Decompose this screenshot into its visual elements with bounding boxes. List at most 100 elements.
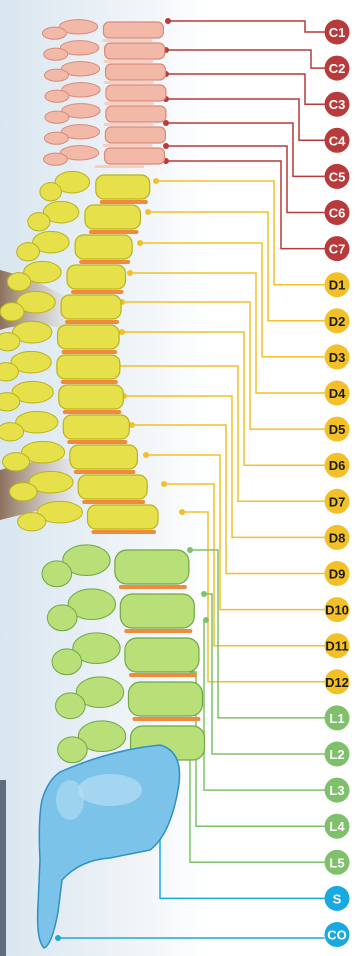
badge-label: D11 (325, 639, 348, 654)
vertebra-spinous-process (42, 561, 72, 587)
intervertebral-disc (92, 530, 157, 534)
badge-label: D2 (329, 314, 346, 329)
connector-line (166, 146, 325, 213)
anchor-dot (129, 422, 135, 428)
connector-line (140, 243, 325, 357)
intervertebral-disc (89, 230, 138, 234)
vertebra-lumbar (42, 545, 189, 589)
badge-label: D5 (329, 422, 346, 437)
intervertebral-disc (103, 60, 153, 63)
vertebra-body (57, 355, 120, 379)
vertebra-spinous-process (45, 69, 69, 81)
label-badge-d11: D11 (325, 633, 350, 658)
badge-label: D4 (329, 386, 346, 401)
vertebra-body (128, 682, 202, 716)
vertebra-dorsal (40, 171, 150, 204)
anchor-dot (143, 452, 149, 458)
vertebra-body (125, 638, 199, 672)
intervertebral-disc (132, 717, 200, 721)
label-badge-s: S (325, 886, 350, 911)
vertebra-spinous-process (45, 111, 69, 123)
intervertebral-disc (124, 629, 192, 633)
vertebra-body (75, 235, 132, 259)
vertebra-dorsal (17, 231, 132, 264)
badge-label: C7 (329, 242, 346, 257)
badge-label: C4 (329, 133, 346, 148)
connector-line (166, 161, 325, 249)
vertebra-body (58, 325, 120, 349)
connector-line (190, 740, 325, 862)
intervertebral-disc (74, 470, 135, 474)
vertebra-body (103, 22, 163, 38)
vertebra-body (105, 43, 165, 59)
vertebra-body (115, 550, 189, 584)
vertebra-cervical (45, 62, 166, 82)
vertebra-body (59, 385, 124, 409)
label-badge-c3: C3 (325, 92, 350, 117)
vertebra-spinous-process (58, 737, 88, 763)
anchor-dot (161, 481, 167, 487)
label-badge-l5: L5 (325, 850, 350, 875)
label-badge-c4: C4 (325, 128, 350, 153)
vertebra-dorsal (28, 201, 141, 234)
intervertebral-disc (119, 585, 187, 589)
label-badge-l2: L2 (325, 742, 350, 767)
connector-line (168, 21, 325, 32)
vertebra-lumbar (56, 677, 203, 721)
vertebra-spinous-process (43, 153, 67, 165)
vertebra-body (106, 64, 166, 80)
connector-line (166, 123, 325, 176)
vertebra-spinous-process (0, 333, 20, 351)
vertebra-spinous-process (7, 273, 30, 291)
vertebra-body (106, 106, 166, 122)
vertebra-spinous-process (56, 693, 86, 719)
label-badge-l1: L1 (325, 705, 350, 730)
anchor-dot (165, 18, 171, 24)
connector-line (204, 594, 325, 754)
badge-label: L3 (329, 783, 344, 798)
vertebra-spinous-process (52, 649, 82, 675)
sacrum-highlight (78, 774, 142, 806)
intervertebral-disc (100, 200, 148, 204)
label-badge-l4: L4 (325, 814, 350, 839)
connector-line (148, 212, 325, 321)
label-badge-c2: C2 (325, 56, 350, 81)
label-badge-d10: D10 (325, 597, 350, 622)
vertebra-cervical (45, 83, 166, 103)
vertebra-dorsal (7, 261, 125, 294)
vertebra-spinous-process (0, 423, 24, 441)
vertebra-label-badges: C1C2C3C4C5C6C7D1D2D3D4D5D6D7D8D9D10D11D1… (325, 20, 350, 948)
intervertebral-disc (104, 102, 154, 105)
label-badge-d1: D1 (325, 272, 350, 297)
vertebra-spinous-process (0, 303, 24, 321)
intervertebral-disc (61, 380, 118, 384)
connector-line (130, 273, 325, 393)
connector-line (156, 181, 325, 285)
intervertebral-disc (129, 673, 197, 677)
anchor-dot (179, 509, 185, 515)
label-badge-d6: D6 (325, 453, 350, 478)
vertebra-body (78, 475, 147, 499)
badge-label: CO (327, 928, 347, 943)
anchor-dot (127, 270, 133, 276)
label-badge-d5: D5 (325, 417, 350, 442)
anchor-dot (119, 329, 125, 335)
vertebra-spinous-process (10, 483, 38, 501)
badge-label: C1 (329, 25, 346, 40)
vertebra-body (70, 445, 137, 469)
vertebra-spinous-process (18, 513, 46, 531)
vertebra-body (63, 415, 129, 439)
vertebra-cervical (45, 104, 166, 124)
intervertebral-disc (102, 39, 152, 42)
badge-label: C5 (329, 169, 346, 184)
anchor-dot (153, 178, 159, 184)
intervertebral-disc (65, 320, 119, 324)
anchor-dot (201, 591, 207, 597)
anchor-dot (187, 547, 193, 553)
vertebra-dorsal (0, 351, 120, 384)
sacrum-highlight (56, 780, 84, 820)
vertebra-body (61, 295, 121, 319)
vertebra-spinous-process (40, 183, 62, 201)
